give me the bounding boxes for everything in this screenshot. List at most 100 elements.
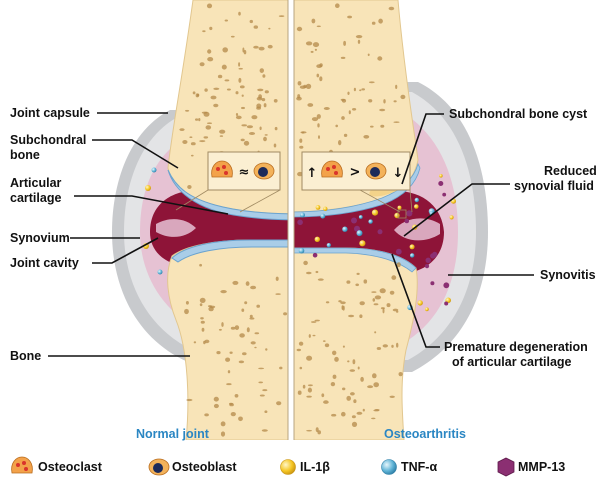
- mmp13-icon: [497, 457, 515, 477]
- bone-pore: [367, 53, 370, 57]
- bone-pore: [246, 327, 250, 333]
- bone-pore: [341, 98, 347, 103]
- label-premature-degeneration-1: Premature degeneration: [444, 340, 588, 354]
- legend-label-osteoblast: Osteoblast: [172, 460, 237, 474]
- bone-pore: [265, 348, 268, 351]
- bone-pore: [239, 333, 245, 338]
- label-articular-cartilage-1: Articular: [10, 176, 62, 190]
- bone-pore: [359, 89, 362, 92]
- bone-pore: [372, 373, 377, 379]
- bone-pore: [200, 317, 204, 320]
- bone-pore: [195, 118, 199, 121]
- il1b-icon: [449, 215, 454, 220]
- bone-pore: [299, 85, 306, 89]
- mmp13-icon: [404, 218, 410, 224]
- title-normal-joint: Normal joint: [136, 427, 210, 441]
- bone-pore: [245, 281, 250, 286]
- bone-pore: [238, 360, 245, 364]
- bone-pore: [249, 314, 253, 318]
- bone-pore: [307, 387, 312, 393]
- bone-pore: [209, 26, 213, 31]
- bone-pore: [351, 415, 356, 419]
- il1b-icon: [439, 174, 443, 178]
- bone-pore: [325, 301, 330, 304]
- bone-pore: [355, 35, 363, 39]
- bone-pore: [352, 359, 356, 365]
- bone-pore: [297, 390, 302, 395]
- bone-pore: [374, 409, 380, 411]
- bone-pore: [359, 301, 365, 306]
- bone-pore: [229, 351, 233, 354]
- bone-pore: [254, 332, 260, 335]
- bone-pore: [346, 280, 351, 284]
- bone-pore: [202, 30, 206, 33]
- bone-pore: [299, 366, 303, 370]
- articular-cartilage-upper-oa: [291, 162, 421, 218]
- legend-item-mmp13: MMP-13: [497, 457, 565, 477]
- bone-pore: [238, 62, 241, 67]
- bone-pore: [273, 143, 277, 148]
- bone-pore: [355, 283, 360, 287]
- legend-label-tnfa: TNF-α: [401, 460, 437, 474]
- inset-oa-down: ↓: [393, 166, 404, 181]
- bone-pore: [382, 308, 385, 314]
- bone-pore: [379, 108, 386, 112]
- legend-item-tnfa: TNF-α: [381, 459, 437, 475]
- inset-oa: ↑ > ↓: [301, 151, 413, 219]
- bone-pore: [347, 91, 350, 96]
- bone-pore: [224, 19, 228, 22]
- bone-pore: [299, 138, 303, 143]
- mmp13-icon: [406, 210, 413, 217]
- bone-pore: [220, 421, 226, 427]
- bone-pore: [198, 118, 201, 122]
- bone-pore: [319, 63, 323, 67]
- bone-pore: [340, 301, 346, 305]
- bone-pore: [306, 429, 312, 432]
- il1b-icon: [397, 205, 402, 210]
- bone-pore: [296, 348, 301, 352]
- bone-pore: [267, 44, 273, 49]
- bone-pore: [373, 303, 379, 306]
- il1b-icon: [425, 307, 429, 312]
- bone-pore: [338, 140, 342, 146]
- bone-pore: [300, 131, 307, 134]
- bone-pore: [248, 132, 256, 135]
- bone-pore: [219, 129, 226, 134]
- osteoclast-icon: [321, 160, 343, 178]
- bone-pore: [240, 138, 245, 142]
- lower-bone-oa: [291, 247, 418, 440]
- bone-pore: [238, 67, 243, 70]
- label-synovitis: Synovitis: [540, 268, 596, 282]
- bone-pore: [259, 126, 262, 131]
- bone-pore: [338, 300, 342, 303]
- bone-pore: [268, 27, 271, 30]
- bone-pore: [207, 57, 214, 62]
- bone-pore: [323, 107, 330, 110]
- bone-pore: [323, 400, 329, 404]
- bone-pore: [368, 99, 373, 103]
- bone-pore: [217, 74, 223, 79]
- bone-pore: [348, 314, 355, 318]
- osteoarthritis-joint: [291, 0, 488, 440]
- bone-pore: [306, 271, 312, 275]
- bone-pore: [216, 351, 221, 355]
- legend-item-osteoblast: Osteoblast: [148, 458, 237, 476]
- bone-pore: [303, 260, 308, 266]
- bone-pore: [220, 290, 227, 294]
- bone-pore: [234, 325, 240, 330]
- bone-pore: [386, 303, 391, 308]
- bone-pore: [218, 328, 222, 331]
- articular-cartilage-lower: [171, 239, 291, 263]
- il1b-icon: [394, 212, 400, 219]
- bone-pore: [317, 123, 320, 128]
- bone-pore: [187, 185, 192, 189]
- bone-pore: [341, 411, 346, 417]
- bone-pore: [213, 403, 219, 409]
- bone-pore: [357, 39, 361, 44]
- bone-pore: [262, 389, 268, 392]
- bone-pore: [192, 91, 196, 95]
- bone-pore: [199, 62, 205, 67]
- mmp13-icon: [377, 229, 383, 235]
- bone-pore: [311, 117, 319, 122]
- bone-pore: [189, 136, 193, 138]
